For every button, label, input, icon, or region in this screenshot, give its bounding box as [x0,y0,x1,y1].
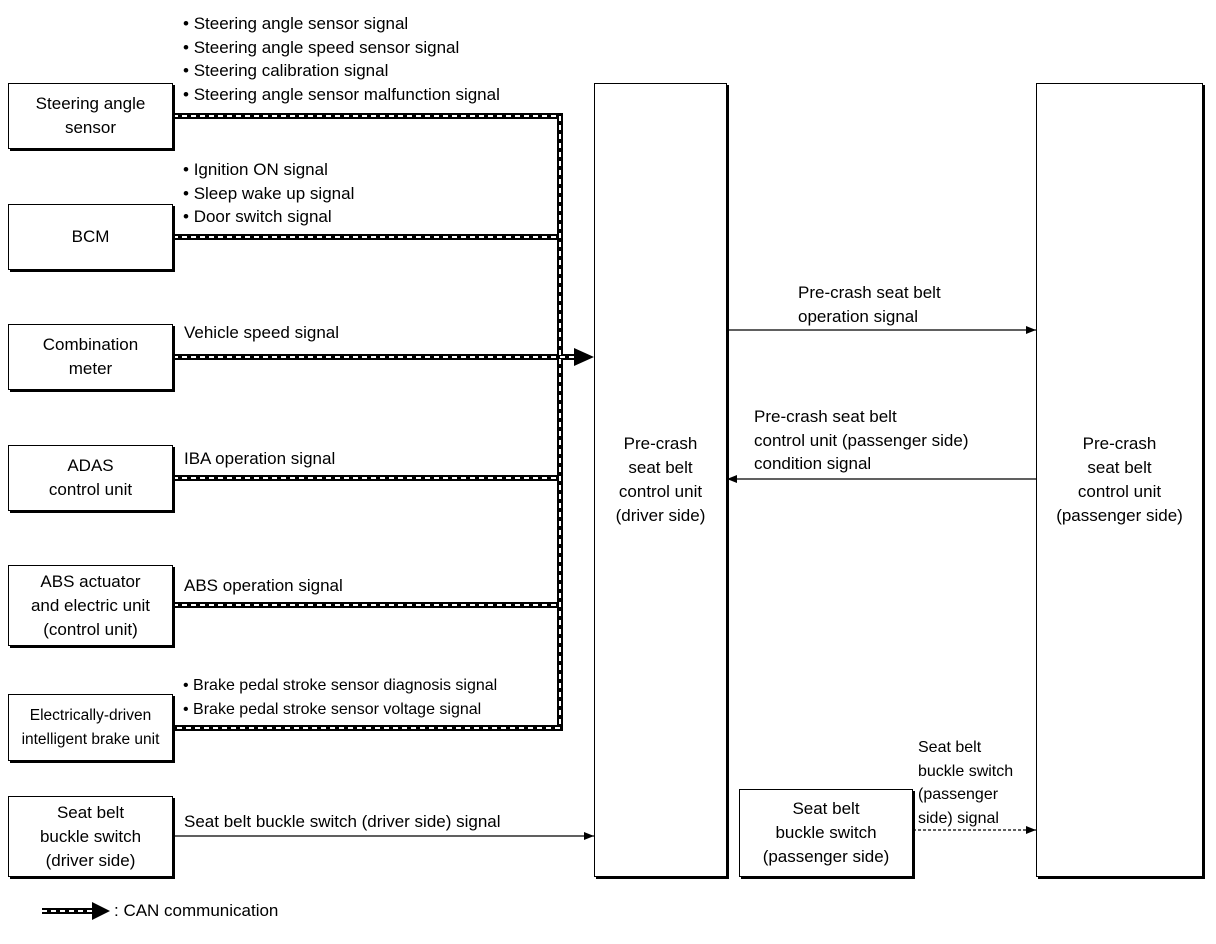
abs-signal-label: ABS operation signal [184,576,343,595]
brake-signals-list: Brake pedal stroke sensor diagnosis sign… [183,674,497,721]
iba-signal-label: IBA operation signal [184,449,336,468]
vehicle-speed-signal-label: Vehicle speed signal [184,323,340,342]
buckle-driver-signal-label: Seat belt buckle switch (driver side) si… [184,812,501,831]
legend: : CAN communication [40,898,278,924]
bcm-box: BCM [8,204,173,270]
can-arrow-head [574,348,594,366]
legend-label: : CAN communication [114,901,279,920]
can-legend-icon [42,902,110,920]
steering-signals-list: Steering angle sensor signal Steering an… [183,12,500,106]
can-bus-lines [173,113,594,731]
bcm-signals-list: Ignition ON signal Sleep wake up signal … [183,158,355,229]
